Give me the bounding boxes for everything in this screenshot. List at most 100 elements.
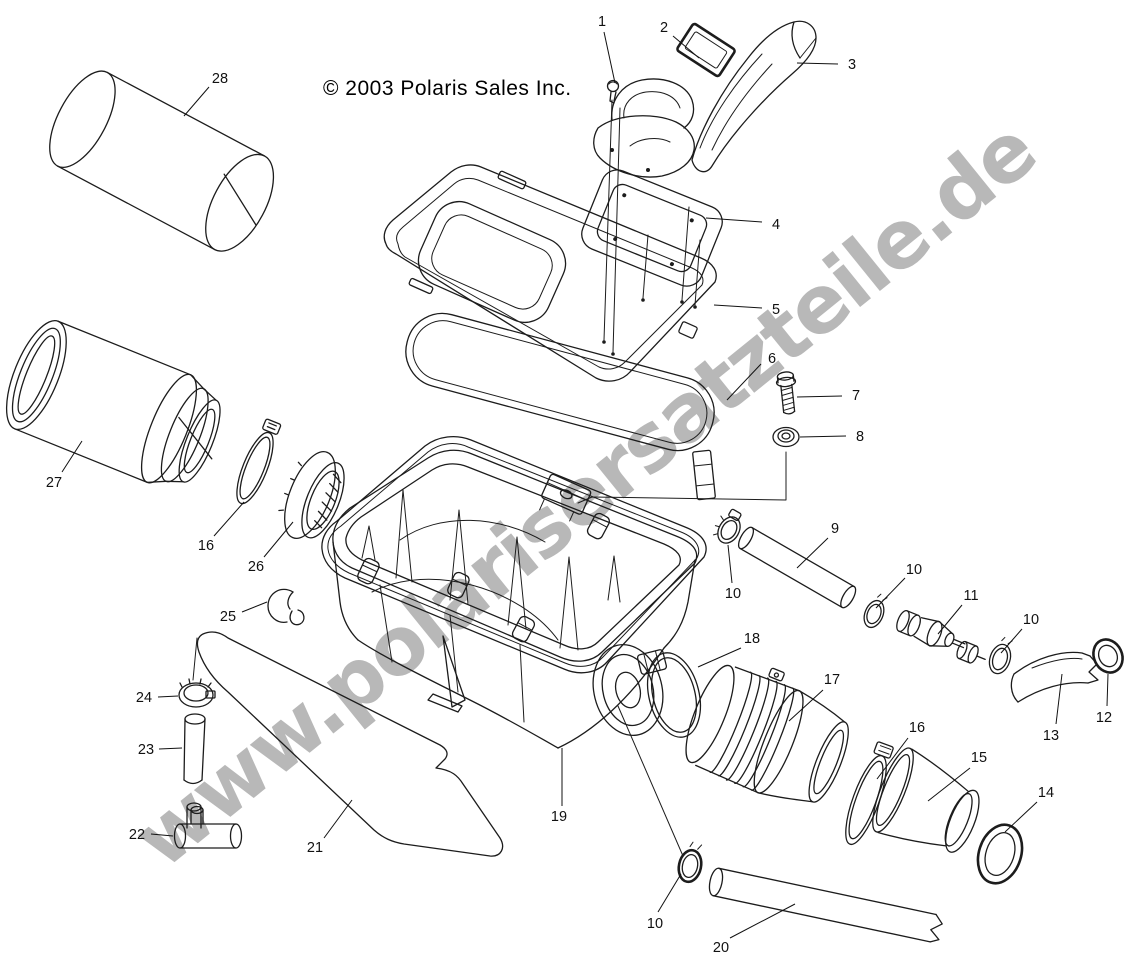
callout-label-15-18: 15 [971,750,987,766]
callout-leader-20-22 [729,903,796,939]
callout-label-16-17: 16 [909,720,925,736]
part-foam-seal [676,22,736,78]
callout-label-2-1: 2 [660,20,668,36]
callout-leader-22-24 [150,833,174,837]
callout-label-22-24: 22 [129,827,145,843]
copyright-text: © 2003 Polaris Sales Inc. [323,77,572,100]
callout-label-12-13: 12 [1096,710,1112,726]
part-spool-connector [956,640,986,664]
part-cover-seal [405,312,715,452]
callout-leader-12-13 [1106,673,1109,707]
part-clamp-10c [988,636,1013,675]
part-o-ring [646,652,702,738]
part-flange-nut [772,426,800,448]
callout-label-7-6: 7 [852,388,860,404]
callout-label-21-23: 21 [307,840,323,856]
part-duct-boot [593,78,695,178]
callout-leader-10-9 [727,544,733,584]
callout-label-3-2: 3 [848,57,856,73]
callout-leader-10-21 [657,873,682,913]
callout-leader-24-26 [157,695,179,698]
callout-label-10-21: 10 [647,916,663,932]
part-screw [606,79,620,104]
callout-label-9-8: 9 [831,521,839,537]
callout-leader-23-25 [158,747,183,750]
part-vent-hose [737,526,857,609]
part-drain-hose [183,713,206,829]
callout-leader-7-6 [796,395,843,398]
callout-leader-1-0 [603,31,616,84]
part-grommet [1092,638,1124,674]
part-elbow-hose [1010,651,1099,703]
callout-leader-13-14 [1055,673,1063,725]
callout-leader-4-3 [705,217,763,223]
callout-leader-14-19 [1004,801,1038,833]
callout-label-6-5: 6 [768,351,776,367]
callout-leader-6-5 [726,363,762,401]
callout-label-23-25: 23 [138,742,154,758]
callout-label-24-26: 24 [136,690,152,706]
callout-label-10-10: 10 [906,562,922,578]
part-bellows-duct [685,664,849,803]
callout-label-28-31: 28 [212,71,228,87]
part-clamp-10b [863,593,888,629]
part-drain-tube [708,867,943,943]
part-clip [267,588,305,626]
callout-label-20-22: 20 [713,940,729,956]
part-t-fitting [173,805,243,849]
callout-leader-21-23 [323,799,353,839]
part-clamp-10d [677,841,703,884]
part-clamp-10a [712,508,742,544]
callout-label-26-28: 26 [248,559,264,575]
part-clamp-heavy [976,823,1024,885]
callout-label-13-14: 13 [1043,728,1059,744]
callout-label-27-30: 27 [46,475,62,491]
callout-label-10-9: 10 [725,586,741,602]
callout-leader-18-15 [697,647,742,668]
callout-label-11-11: 11 [963,588,978,604]
callout-leader-15-18 [927,767,971,802]
part-lid-frame [581,169,723,287]
assembly-lines [577,99,787,857]
part-intake-duct [691,20,817,173]
callout-leader-25-27 [241,601,268,613]
part-clamp-ring-right [845,741,894,846]
callout-leader-16-17 [876,737,909,780]
callout-label-4-3: 4 [772,217,780,233]
callout-leader-17-16 [788,689,824,722]
callout-leader-27-30 [61,440,83,473]
part-clamp-small [178,678,216,708]
part-adapter-boot [872,747,980,853]
callout-leader-10-12 [1000,628,1023,654]
callout-leader-8-7 [799,435,847,438]
part-bolt [775,371,797,415]
part-ring-nut [278,451,345,539]
part-air-filter [5,319,221,484]
callout-leader-9-8 [796,537,829,569]
callout-leader-2-1 [672,35,700,59]
part-baffle-panel [192,631,504,857]
callout-leader-5-4 [713,304,763,309]
callout-label-5-4: 5 [772,302,780,318]
callout-label-18-15: 18 [744,631,760,647]
callout-leader-16-29 [213,501,245,537]
callout-label-16-29: 16 [198,538,214,554]
callout-label-8-7: 8 [856,429,864,445]
part-clamp-ring-left [236,418,282,505]
part-inline-fitting [896,609,966,649]
callout-label-19-20: 19 [551,809,567,825]
callout-leader-10-10 [875,577,906,609]
callout-leader-28-31 [183,86,210,117]
part-airbox-base [321,435,716,749]
callout-leader-3-2 [796,62,839,65]
part-prefilter-sleeve [49,70,275,252]
callout-label-14-19: 14 [1038,785,1054,801]
callout-label-17-16: 17 [824,672,840,688]
callout-label-10-12: 10 [1023,612,1039,628]
callout-leader-11-11 [937,604,963,635]
callout-leader-26-28 [263,521,294,558]
callout-label-1-0: 1 [598,14,606,30]
